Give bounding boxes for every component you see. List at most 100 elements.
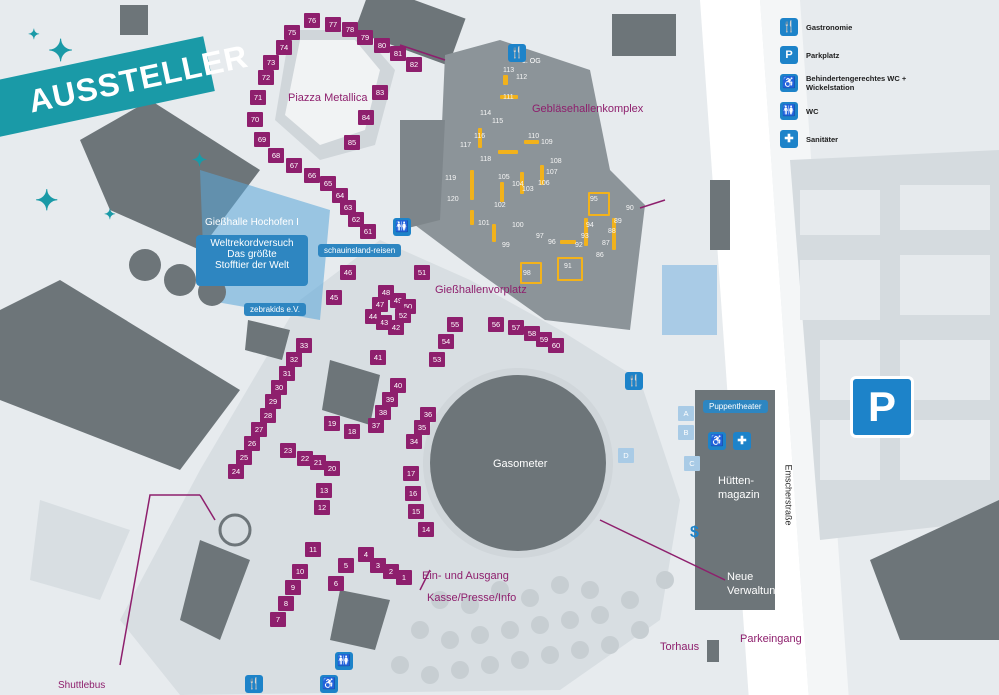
exhibitor-stall-61[interactable]: 61 bbox=[360, 224, 376, 239]
exhibitor-stall-55[interactable]: 55 bbox=[447, 317, 463, 332]
exhibitor-stall-75[interactable]: 75 bbox=[284, 25, 300, 40]
exhibitor-stall-13[interactable]: 13 bbox=[316, 483, 332, 498]
exhibitor-stall-62[interactable]: 62 bbox=[348, 212, 364, 227]
exhibitor-stall-16[interactable]: 16 bbox=[405, 486, 421, 501]
hall-stall-97[interactable]: 97 bbox=[536, 233, 544, 240]
hall-stall-116[interactable]: 116 bbox=[474, 133, 486, 140]
hall-stall-90[interactable]: 90 bbox=[626, 205, 634, 212]
hall-stall-106[interactable]: 106 bbox=[538, 180, 550, 187]
exhibitor-stall-63[interactable]: 63 bbox=[340, 200, 356, 215]
exhibitor-stall-54[interactable]: 54 bbox=[438, 334, 454, 349]
exhibitor-stall-72[interactable]: 72 bbox=[258, 70, 274, 85]
exhibitor-stall-77[interactable]: 77 bbox=[325, 17, 341, 32]
exhibitor-stall-44[interactable]: 44 bbox=[365, 309, 381, 324]
exhibitor-stall-64[interactable]: 64 bbox=[332, 188, 348, 203]
exhibitor-stall-8[interactable]: 8 bbox=[278, 596, 294, 611]
hall-stall-87[interactable]: 87 bbox=[602, 240, 610, 247]
exhibitor-stall-14[interactable]: 14 bbox=[418, 522, 434, 537]
exhibitor-stall-2[interactable]: 2 bbox=[383, 564, 399, 579]
exhibitor-stall-11[interactable]: 11 bbox=[305, 542, 321, 557]
exhibitor-stall-27[interactable]: 27 bbox=[251, 422, 267, 437]
hall-stall-114[interactable]: 114 bbox=[480, 110, 492, 117]
exhibitor-stall-19[interactable]: 19 bbox=[324, 416, 340, 431]
hall-stall-86[interactable]: 86 bbox=[596, 252, 604, 259]
exhibitor-stall-69[interactable]: 69 bbox=[254, 132, 270, 147]
exhibitor-stall-3[interactable]: 3 bbox=[370, 558, 386, 573]
exhibitor-stall-79[interactable]: 79 bbox=[357, 30, 373, 45]
exhibitor-stall-5[interactable]: 5 bbox=[338, 558, 354, 573]
exhibitor-stall-6[interactable]: 6 bbox=[328, 576, 344, 591]
hall-stall-118[interactable]: 118 bbox=[480, 156, 492, 163]
exhibitor-stall-78[interactable]: 78 bbox=[342, 22, 358, 37]
exhibitor-stall-21[interactable]: 21 bbox=[310, 455, 326, 470]
hall-stall-108[interactable]: 108 bbox=[550, 158, 562, 165]
hall-stall-92[interactable]: 92 bbox=[575, 242, 583, 249]
exhibitor-stall-23[interactable]: 23 bbox=[280, 443, 296, 458]
exhibitor-stall-56[interactable]: 56 bbox=[488, 317, 504, 332]
hall-stall-100[interactable]: 100 bbox=[512, 222, 524, 229]
hall-stall-104[interactable]: 104 bbox=[512, 181, 524, 188]
exhibitor-stall-29[interactable]: 29 bbox=[265, 394, 281, 409]
exhibitor-stall-31[interactable]: 31 bbox=[279, 366, 295, 381]
exhibitor-stall-25[interactable]: 25 bbox=[236, 450, 252, 465]
hall-stall-119[interactable]: 119 bbox=[445, 175, 457, 182]
exhibitor-stall-66[interactable]: 66 bbox=[304, 168, 320, 183]
hall-stall-105[interactable]: 105 bbox=[498, 174, 510, 181]
exhibitor-stall-53[interactable]: 53 bbox=[429, 352, 445, 367]
exhibitor-stall-74[interactable]: 74 bbox=[276, 40, 292, 55]
exhibitor-stall-84[interactable]: 84 bbox=[358, 110, 374, 125]
exhibitor-stall-12[interactable]: 12 bbox=[314, 500, 330, 515]
exhibitor-stall-47[interactable]: 47 bbox=[372, 297, 388, 312]
exhibitor-stall-20[interactable]: 20 bbox=[324, 461, 340, 476]
exhibitor-stall-33[interactable]: 33 bbox=[296, 338, 312, 353]
exhibitor-stall-7[interactable]: 7 bbox=[270, 612, 286, 627]
exhibitor-stall-40[interactable]: 40 bbox=[390, 378, 406, 393]
exhibitor-stall-15[interactable]: 15 bbox=[408, 504, 424, 519]
exhibitor-stall-4[interactable]: 4 bbox=[358, 547, 374, 562]
exhibitor-stall-24[interactable]: 24 bbox=[228, 464, 244, 479]
exhibitor-stall-67[interactable]: 67 bbox=[286, 158, 302, 173]
exhibitor-stall-34[interactable]: 34 bbox=[406, 434, 422, 449]
exhibitor-stall-51[interactable]: 51 bbox=[414, 265, 430, 280]
hall-stall-111[interactable]: 111 bbox=[503, 94, 514, 101]
exhibitor-stall-32[interactable]: 32 bbox=[286, 352, 302, 367]
hall-stall-93[interactable]: 93 bbox=[581, 233, 589, 240]
exhibitor-stall-81[interactable]: 81 bbox=[390, 46, 406, 61]
exhibitor-stall-57[interactable]: 57 bbox=[508, 320, 524, 335]
hall-stall-117[interactable]: 117 bbox=[460, 142, 472, 149]
exhibitor-stall-85[interactable]: 85 bbox=[344, 135, 360, 150]
hall-stall-115[interactable]: 115 bbox=[492, 118, 504, 125]
exhibitor-stall-36[interactable]: 36 bbox=[420, 407, 436, 422]
hall-stall-110[interactable]: 110 bbox=[528, 133, 540, 140]
exhibitor-stall-80[interactable]: 80 bbox=[374, 38, 390, 53]
exhibitor-stall-68[interactable]: 68 bbox=[268, 148, 284, 163]
exhibitor-stall-46[interactable]: 46 bbox=[340, 265, 356, 280]
exhibitor-stall-52[interactable]: 52 bbox=[395, 308, 411, 323]
hall-stall-113[interactable]: 113 bbox=[503, 67, 515, 74]
exhibitor-stall-73[interactable]: 73 bbox=[263, 55, 279, 70]
exhibitor-stall-41[interactable]: 41 bbox=[370, 350, 386, 365]
hall-stall-91[interactable]: 91 bbox=[564, 263, 572, 270]
hall-stall-99[interactable]: 99 bbox=[502, 242, 510, 249]
hall-stall-101[interactable]: 101 bbox=[478, 220, 490, 227]
hall-stall-120[interactable]: 120 bbox=[447, 196, 459, 203]
exhibitor-stall-17[interactable]: 17 bbox=[403, 466, 419, 481]
hall-stall-88[interactable]: 88 bbox=[608, 228, 616, 235]
exhibitor-stall-42[interactable]: 42 bbox=[388, 320, 404, 335]
exhibitor-stall-9[interactable]: 9 bbox=[285, 580, 301, 595]
hall-stall-112[interactable]: 112 bbox=[516, 74, 528, 81]
hall-stall-109[interactable]: 109 bbox=[541, 139, 553, 146]
exhibitor-stall-83[interactable]: 83 bbox=[372, 85, 388, 100]
exhibitor-stall-30[interactable]: 30 bbox=[271, 380, 287, 395]
exhibitor-stall-45[interactable]: 45 bbox=[326, 290, 342, 305]
exhibitor-stall-35[interactable]: 35 bbox=[414, 420, 430, 435]
hall-stall-98[interactable]: 98 bbox=[523, 270, 531, 277]
exhibitor-stall-39[interactable]: 39 bbox=[382, 392, 398, 407]
exhibitor-stall-10[interactable]: 10 bbox=[292, 564, 308, 579]
exhibitor-stall-1[interactable]: 1 bbox=[396, 570, 412, 585]
exhibitor-stall-65[interactable]: 65 bbox=[320, 176, 336, 191]
exhibitor-stall-60[interactable]: 60 bbox=[548, 338, 564, 353]
exhibitor-stall-28[interactable]: 28 bbox=[260, 408, 276, 423]
exhibitor-stall-71[interactable]: 71 bbox=[250, 90, 266, 105]
exhibitor-stall-22[interactable]: 22 bbox=[297, 451, 313, 466]
